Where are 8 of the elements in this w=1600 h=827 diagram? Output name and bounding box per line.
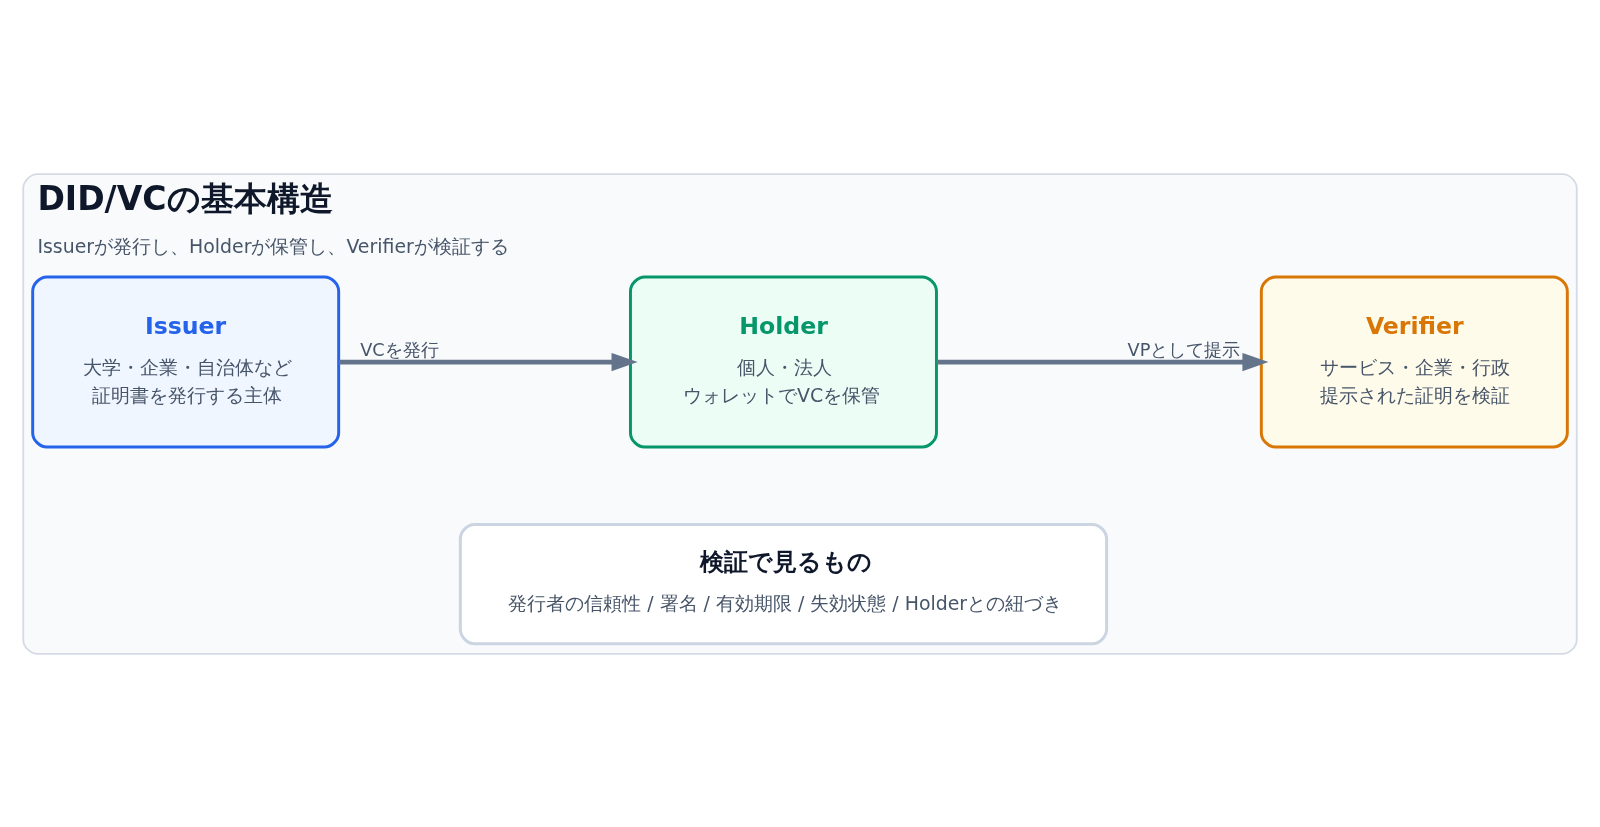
arrow <box>936 352 1269 371</box>
arrow <box>339 352 638 371</box>
node-box: 検証で見るもの 発行者の信頼性 / 署名 / 有効期限 / 失効状態 / Holderとの紐づき <box>458 522 1109 645</box>
edge-label: VCを発行 <box>360 339 439 360</box>
node-box: Issuer 大学・企業・自治体など 証明書を発行する主体 <box>31 275 341 449</box>
node-box: Holder 個人・法人 ウォレットでVCを保管 <box>629 275 938 449</box>
node-box: Verifier サービス・企業・行政 提示された証明を検証 <box>1259 275 1569 449</box>
edge-label: VPとして提示 <box>1127 339 1241 360</box>
